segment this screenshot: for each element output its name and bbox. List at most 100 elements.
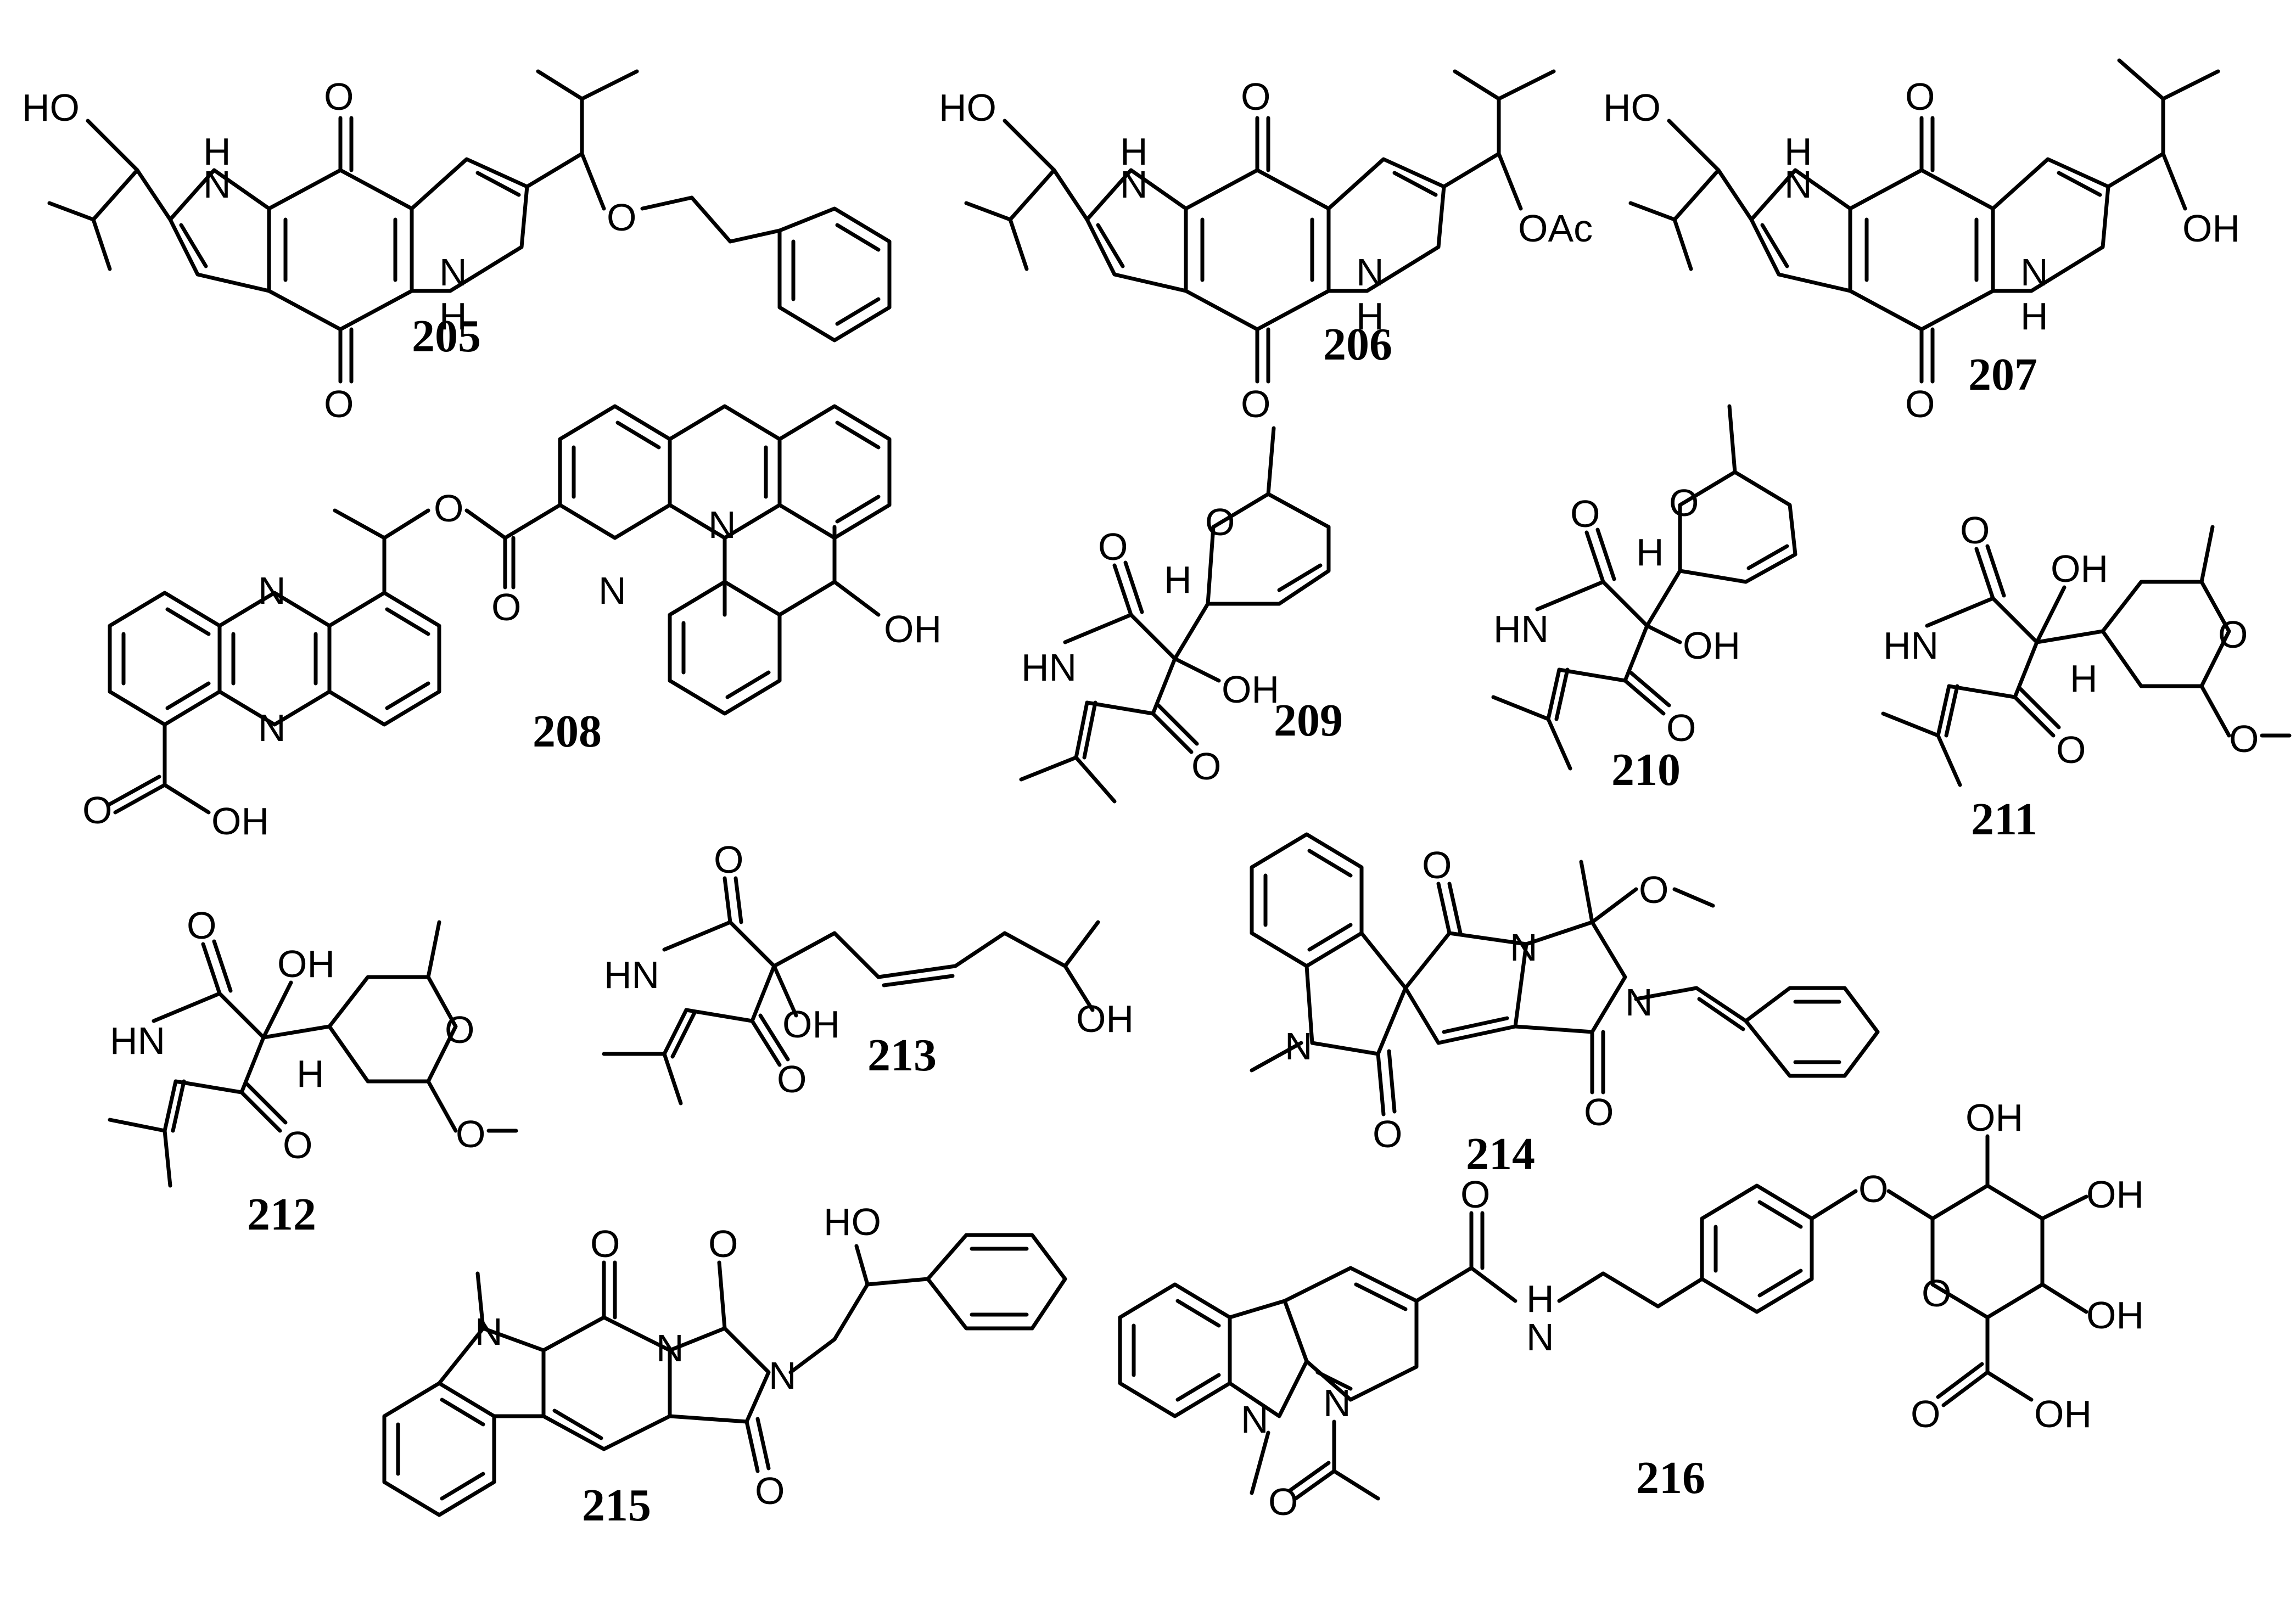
atom-O: O [491,586,521,628]
atom-O: O [708,1222,738,1265]
atom-HN: HN [110,1019,165,1062]
atom-O: O [2056,728,2086,771]
compound-207: O O H N N H HO OH 207 [1603,58,2240,425]
atom-H: H [439,295,467,338]
atom-N: N [1120,163,1148,206]
compound-216: N N O O H N O O OH OH OH O OH 216 [1118,1096,2144,1523]
atom-OH: OH [211,800,269,843]
atom-H: H [1526,1277,1554,1320]
compound-213: O O HN OH OH 213 [602,838,1134,1105]
atom-O: O [82,789,112,832]
atom-O: O [1922,1272,1951,1315]
atom-O: O [1905,75,1935,118]
compound-label-216: 216 [1636,1452,1705,1503]
compound-label-213: 213 [867,1030,937,1081]
atom-HN: HN [1883,624,1939,667]
atom-O: O [1905,383,1935,425]
atom-N: N [258,569,286,612]
atom-H: H [1164,558,1192,601]
atom-H: H [2020,295,2048,338]
atom-HO: HO [939,86,996,129]
atom-O: O [1858,1168,1888,1210]
atom-OH: OH [884,608,942,650]
atom-N: N [708,503,736,546]
compound-label-211: 211 [1971,794,2037,845]
atom-N: N [1285,1025,1313,1068]
compound-205: O O H N N H HO O 205 [22,69,892,425]
atom-N: N [1510,926,1538,969]
atom-H: H [2070,657,2098,700]
compound-label-206: 206 [1323,319,1392,370]
atom-OH: OH [2086,1173,2144,1216]
atom-H: H [1636,531,1664,574]
atom-HO: HO [824,1200,881,1243]
compound-206: O O H N N H HO OAc 206 [939,69,1593,425]
atom-N: N [1526,1316,1554,1359]
atom-N: N [598,569,626,612]
compound-214: N O O N N O O 214 [1250,832,1880,1180]
atom-O: O [324,383,354,425]
atom-O: O [324,75,354,118]
compound-label-215: 215 [582,1480,651,1531]
compound-label-209: 209 [1274,695,1343,746]
atom-O: O [1570,492,1600,535]
atom-N: N [203,163,231,206]
atom-O: O [1268,1480,1298,1523]
compound-212: O O HN OH H O O 212 [108,904,518,1240]
atom-O: O [1205,501,1235,543]
atom-N: N [475,1310,503,1353]
atom-OH: OH [2051,547,2108,590]
atom-O: O [283,1124,312,1166]
atom-OH: OH [1222,668,1279,711]
atom-HN: HN [1493,608,1549,650]
atom-O: O [1669,481,1699,524]
atom-OH: OH [1683,624,1740,667]
atom-HO: HO [22,86,80,129]
compound-label-205: 205 [412,311,481,362]
atom-O: O [777,1058,807,1101]
compound-211: O O HN OH H O O 211 [1881,509,2292,845]
atom-N: N [439,251,467,294]
atom-O: O [1241,383,1270,425]
atom-N: N [2020,251,2048,294]
atom-H: H [1784,130,1812,173]
atom-OH: OH [2086,1294,2144,1337]
atom-OH: OH [782,1003,840,1046]
atom-OH: OH [277,942,335,985]
atom-O: O [445,1008,474,1051]
atom-H: H [296,1052,324,1095]
atom-OH: OH [2034,1393,2092,1435]
compound-209: O O HN OH H O 209 [1019,426,1343,804]
atom-OH: OH [2182,207,2240,250]
atom-N: N [258,706,286,749]
atom-O: O [1191,745,1221,788]
atom-O: O [2229,717,2259,760]
atom-H: H [1120,130,1148,173]
atom-O: O [755,1469,785,1512]
atom-O: O [456,1113,485,1155]
atom-O: O [1373,1113,1402,1155]
atom-N: N [1356,251,1384,294]
compound-label-210: 210 [1611,744,1681,795]
atom-N: N [1625,981,1653,1024]
atom-HN: HN [1021,646,1077,689]
atom-O: O [714,838,743,881]
atom-O: O [1666,706,1696,749]
atom-N: N [769,1354,797,1397]
atom-H: H [203,130,231,173]
atom-O: O [1960,509,1990,552]
compound-208: N N O OH O O N N OH 208 [82,404,942,843]
atom-O: O [607,196,636,239]
compound-label-212: 212 [247,1189,316,1240]
atom-N: N [1784,163,1812,206]
compound-label-208: 208 [533,706,602,757]
compound-label-207: 207 [1968,349,2037,400]
atom-OAc: OAc [1518,207,1593,250]
atom-OH: OH [1965,1096,2023,1139]
atom-OH: OH [1076,997,1134,1040]
atom-O: O [1460,1173,1490,1216]
atom-N: N [1323,1382,1351,1424]
compound-210: O O HN OH H O 210 [1491,404,1797,795]
atom-H: H [1356,295,1384,338]
